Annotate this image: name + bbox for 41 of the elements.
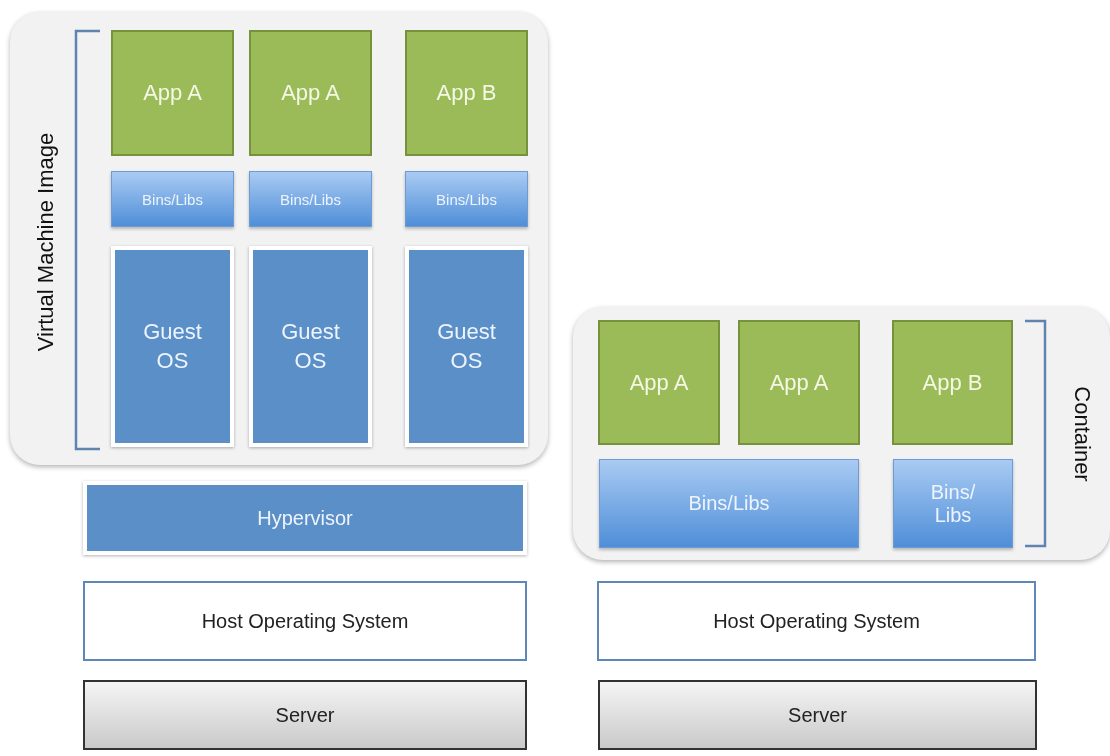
libraries-label: Bins/Libs xyxy=(688,492,770,515)
host-os-bar xyxy=(597,581,1036,661)
server-bar xyxy=(598,680,1037,750)
libraries-box xyxy=(111,171,234,227)
libraries-label: Bins/Libs xyxy=(436,190,497,208)
libraries-label: Bins/Libs xyxy=(280,190,341,208)
libraries-label: Bins/ Libs xyxy=(929,480,977,527)
app-box xyxy=(892,320,1013,445)
vertical-label: Container xyxy=(1068,386,1095,482)
app-box xyxy=(598,320,720,445)
host-os-bar xyxy=(83,581,527,661)
hypervisor-label: Hypervisor xyxy=(257,506,353,530)
virtual-machine-panel xyxy=(10,12,548,465)
libraries-box xyxy=(405,171,528,227)
server-label: Server xyxy=(275,703,335,727)
app-label: App A xyxy=(143,80,202,106)
libraries-box xyxy=(249,171,372,227)
app-label: App A xyxy=(629,369,689,396)
app-box xyxy=(405,30,528,156)
guest-os-box xyxy=(249,246,372,447)
app-box xyxy=(249,30,372,156)
app-label: App A xyxy=(281,80,340,106)
guest-os-box xyxy=(405,246,528,447)
guest-os-box xyxy=(111,246,234,447)
libraries-label: Bins/Libs xyxy=(142,190,203,208)
app-label: App B xyxy=(922,369,983,396)
guest-os-label: Guest OS xyxy=(142,317,203,375)
container-panel xyxy=(573,307,1110,560)
guest-os-label: Guest OS xyxy=(280,317,341,375)
server-label: Server xyxy=(788,703,847,727)
guest-os-label: Guest OS xyxy=(436,317,497,375)
vertical-label: Virtual Machine Image xyxy=(32,132,59,352)
server-bar xyxy=(83,680,527,750)
libraries-box xyxy=(893,459,1013,548)
app-box xyxy=(111,30,234,156)
app-box xyxy=(738,320,860,445)
host-os-label: Host Operating System xyxy=(713,609,920,633)
host-os-label: Host Operating System xyxy=(201,609,409,633)
libraries-box xyxy=(599,459,859,548)
app-label: App A xyxy=(769,369,829,396)
app-label: App B xyxy=(436,80,497,106)
